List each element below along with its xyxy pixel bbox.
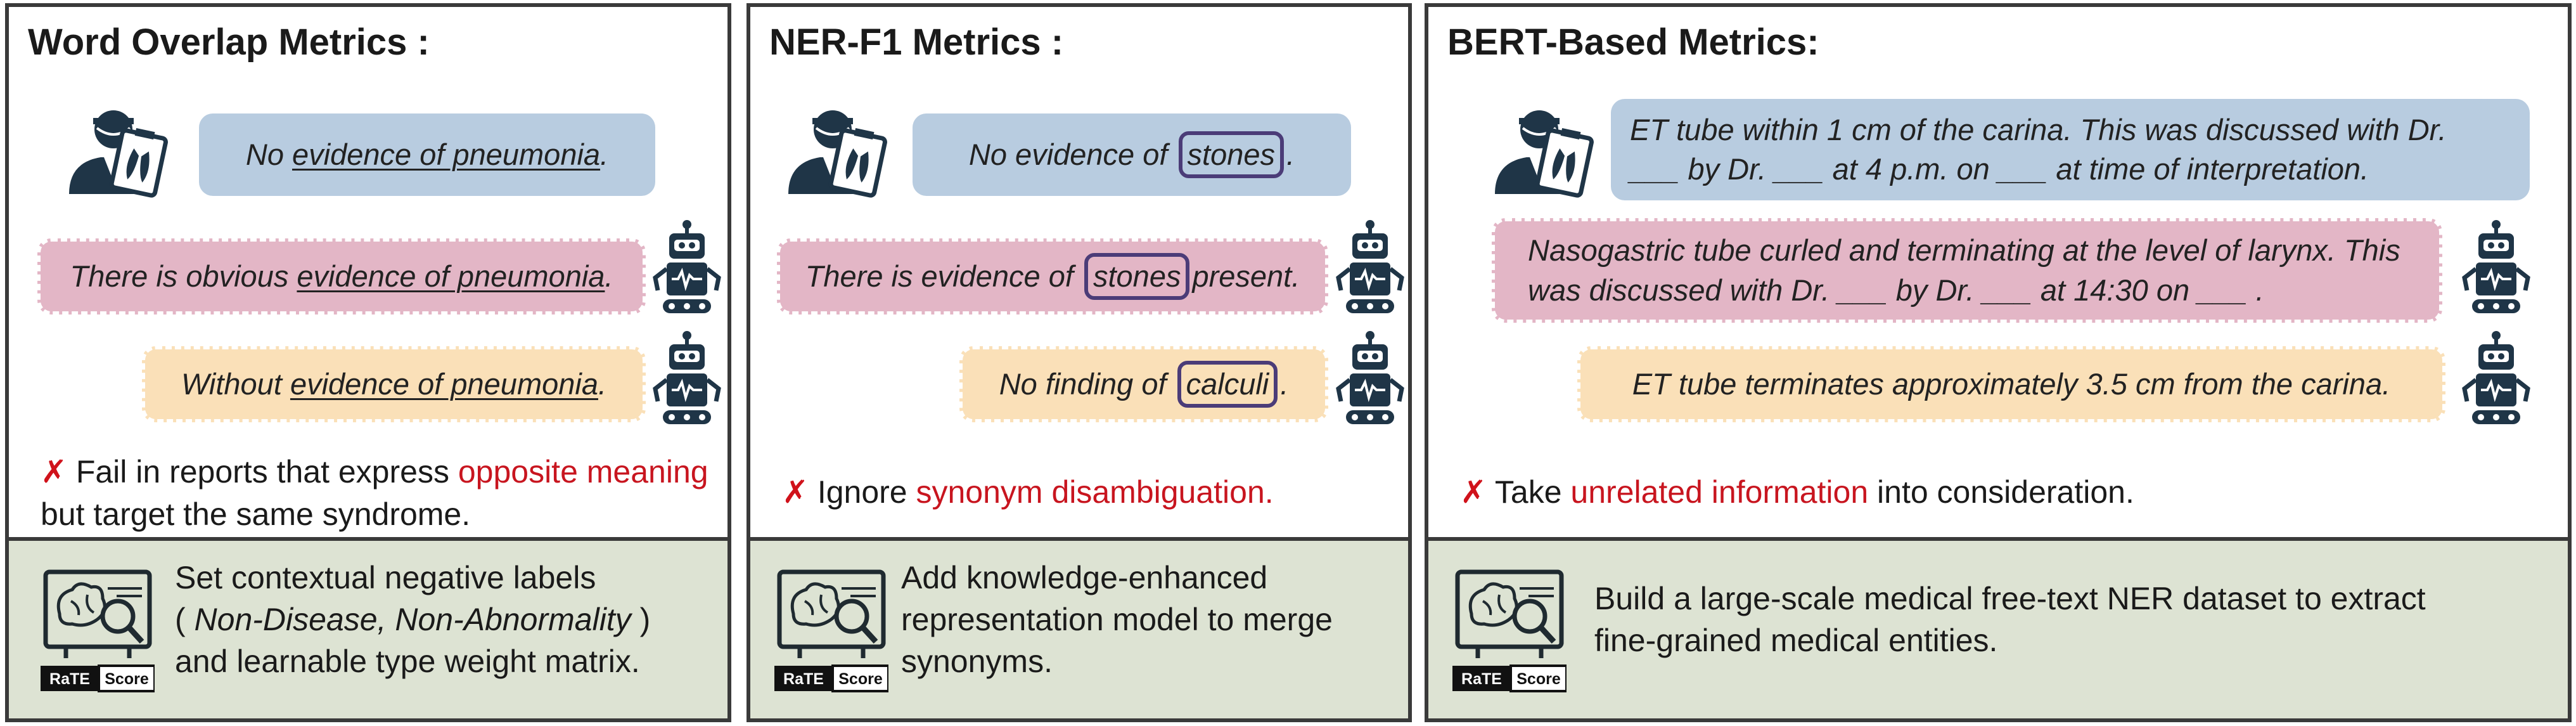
critique-text-end: but target the same syndrome. [41,496,471,532]
panel-title: BERT-Based Metrics: [1447,22,1819,63]
paren-open: ( [175,602,195,637]
logo-right-text: Score [105,670,149,688]
ratescore-icon: RaTE Score [41,569,155,696]
panel-word-overlap: Word Overlap Metrics : No evidence of pn… [5,3,731,722]
solution-text: Add knowledge-enhanced representation mo… [901,557,1402,682]
candidate-line: Nasogastric tube curled and terminating … [1528,233,2400,268]
robot-icon [649,219,725,318]
solution-area: RaTE Score Set contextual negative label… [9,537,727,718]
solution-area: RaTE Score Build a large-scale medical f… [1428,537,2568,718]
reference-line: ET tube within 1 cm of the carina. This … [1630,112,2447,146]
candidate-text-end: . [605,259,613,293]
robot-icon [2458,330,2534,429]
matched-phrase: evidence of pneumonia [292,137,601,171]
candidate-text: There is obvious [70,259,297,293]
reference-text-end: . [1286,137,1295,171]
doctor-icon [56,99,170,200]
critique: ✗ Ignore synonym disambiguation. [782,471,1390,514]
critique: ✗ Fail in reports that express opposite … [41,451,712,535]
candidate-text-end: present. [1192,259,1300,293]
candidate-line: was discussed with Dr. ___ by Dr. ___ at… [1528,273,2264,307]
robot-icon [1332,330,1408,429]
solution-line: representation model to merge [901,602,1333,637]
solution-line: Set contextual negative labels [175,560,596,595]
doctor-icon [776,99,890,200]
logo-left-text: RaTE [783,670,824,688]
candidate-text: No finding of [999,366,1175,401]
label-names: Non-Disease, Non-Abnormality [194,602,631,637]
reference-text: No [245,137,293,171]
solution-text: Build a large-scale medical free-text NE… [1594,578,2545,661]
cross-icon: ✗ [1460,474,1487,510]
reference-line: ___ by Dr. ___ at 4 p.m. on ___ at time … [1630,152,2369,186]
critique: ✗ Take unrelated information into consid… [1460,471,2537,514]
critique-text-end: into consideration. [1868,474,2134,510]
solution-area: RaTE Score Add knowledge-enhanced repres… [750,537,1408,718]
doctor-icon [1482,99,1596,200]
candidate-text: There is evidence of [805,259,1082,293]
logo-right-text: Score [1516,670,1561,688]
ratescore-icon: RaTE Score [774,569,888,696]
candidate-report-1: There is obvious evidence of pneumonia. [37,238,646,314]
solution-line: synonyms. [901,644,1053,679]
critique-text: Ignore [817,474,916,510]
solution-line: fine-grained medical entities. [1594,623,1998,658]
paren-close: ) [631,602,651,637]
solution-line: Build a large-scale medical free-text NE… [1594,581,2426,616]
critique-highlight: unrelated information [1570,474,1869,510]
entity-box: calculi [1177,360,1278,408]
reference-report: No evidence of pneumonia. [199,113,655,196]
reference-text-end: . [600,137,609,171]
logo-right-text: Score [838,670,883,688]
candidate-text-end: . [598,366,607,401]
candidate-text-end: . [1280,366,1289,401]
cross-icon: ✗ [782,474,809,510]
robot-icon [649,330,725,429]
panel-title: NER-F1 Metrics : [769,22,1064,63]
entity-box: stones [1084,252,1190,301]
solution-text: Set contextual negative labels ( Non-Dis… [175,557,720,682]
matched-phrase: evidence of pneumonia [290,366,598,401]
panel-title: Word Overlap Metrics : [28,22,430,63]
entity-box: stones [1178,131,1284,179]
critique-text: Take [1494,474,1571,510]
ratescore-icon: RaTE Score [1452,569,1567,696]
critique-text: Fail in reports that express [75,454,458,489]
matched-phrase: evidence of pneumonia [297,259,605,293]
reference-report: ET tube within 1 cm of the carina. This … [1611,99,2530,200]
panel-bert-based: BERT-Based Metrics: ET tube within 1 cm … [1425,3,2572,722]
robot-icon [1332,219,1408,318]
solution-line: and learnable type weight matrix. [175,644,640,679]
critique-highlight: synonym disambiguation. [916,474,1274,510]
candidate-text: ET tube terminates approximately 3.5 cm … [1632,366,2391,401]
candidate-report-1: Nasogastric tube curled and terminating … [1492,218,2442,323]
candidate-report-2: No finding of calculi. [959,346,1328,422]
critique-highlight: opposite meaning [458,454,708,489]
reference-text: No evidence of [968,137,1176,171]
reference-report: No evidence of stones. [913,113,1351,196]
robot-icon [2458,219,2534,318]
solution-line: ( Non-Disease, Non-Abnormality ) [175,599,720,640]
solution-line: Add knowledge-enhanced [901,560,1268,595]
cross-icon: ✗ [41,454,67,489]
logo-left-text: RaTE [1461,670,1502,688]
logo-left-text: RaTE [49,670,90,688]
candidate-report-2: ET tube terminates approximately 3.5 cm … [1577,346,2445,422]
candidate-report-2: Without evidence of pneumonia. [142,346,646,422]
candidate-text: Without [181,366,290,401]
panel-ner-f1: NER-F1 Metrics : No evidence of stones. … [747,3,1412,722]
